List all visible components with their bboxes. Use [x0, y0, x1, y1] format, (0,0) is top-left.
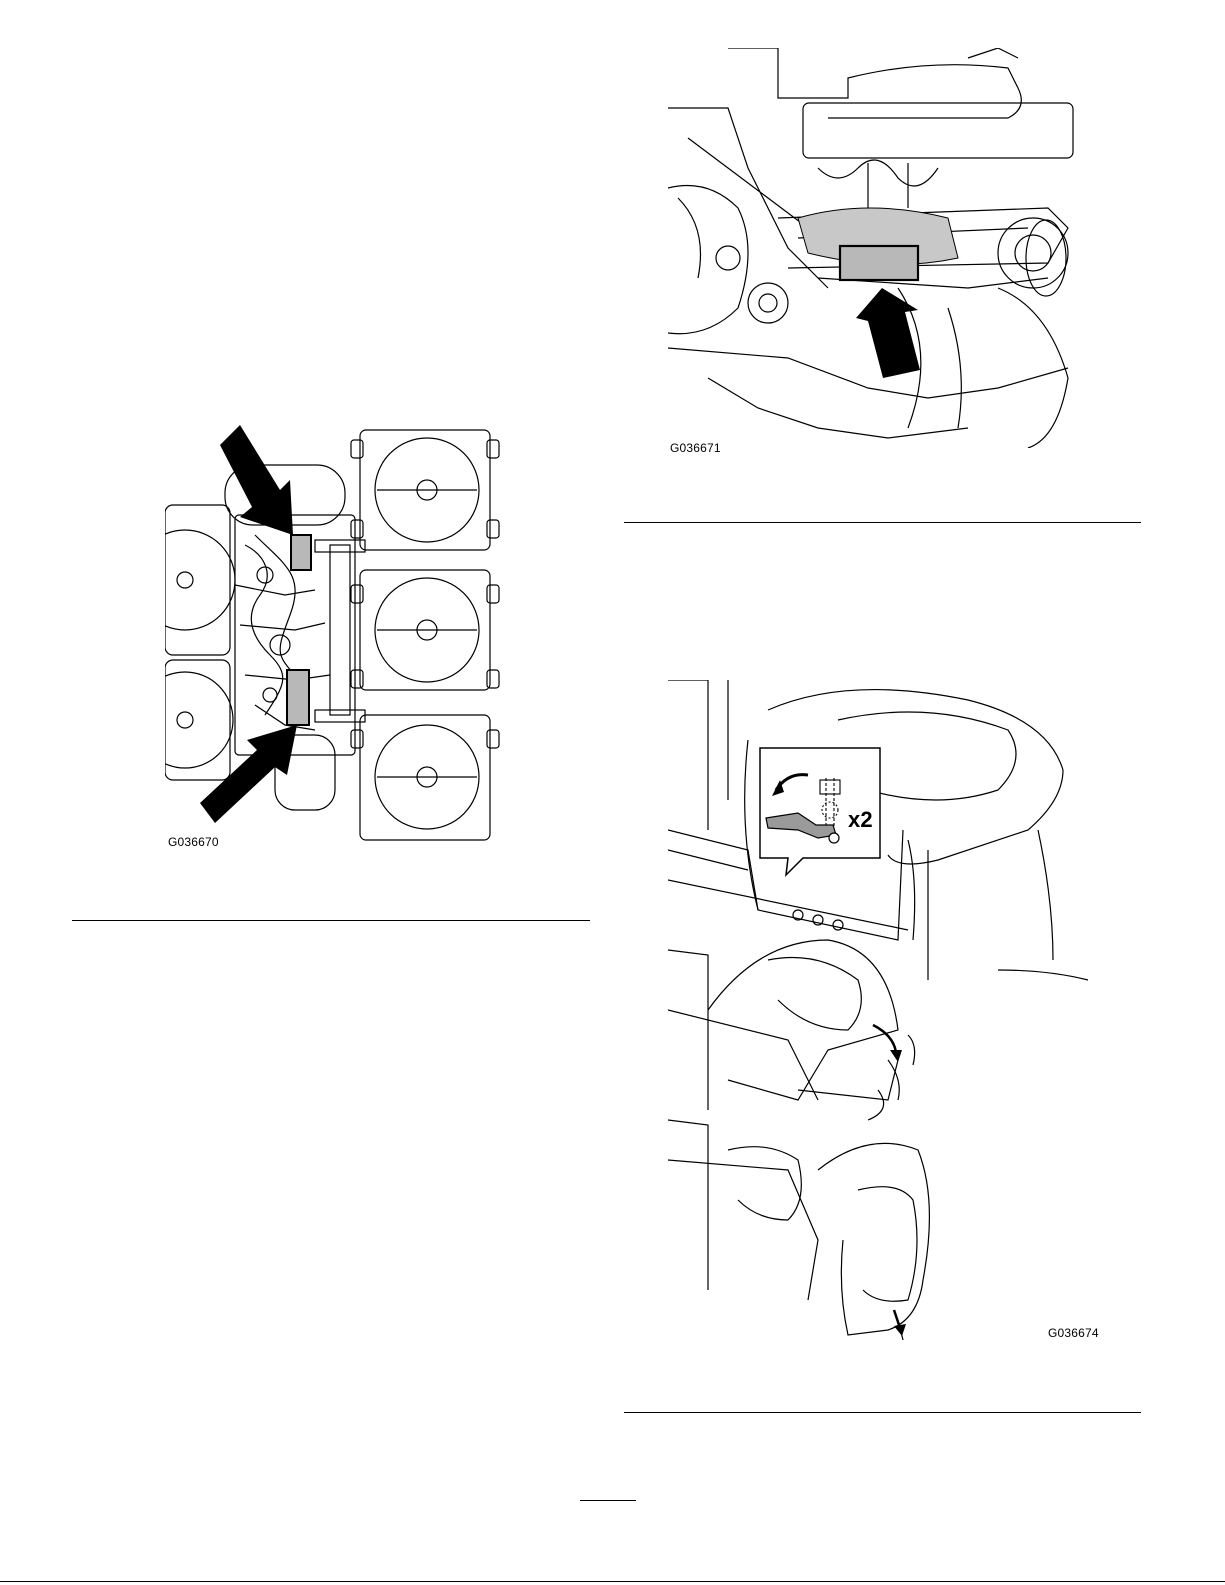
figure-g036674-drawing: [668, 680, 1108, 1350]
figure-g036674: x2 G036674: [668, 680, 1108, 1350]
figure-g036670: G036670: [165, 425, 505, 855]
page-number-underline: [580, 1500, 636, 1501]
figure-g036671-drawing: [668, 48, 1093, 448]
arrow-down-right-icon: [220, 425, 293, 535]
figure-label: G036670: [168, 835, 219, 849]
section-divider-left: [72, 920, 590, 921]
tilt-arrow-icon: [873, 1025, 896, 1052]
figure-g036670-drawing: [165, 425, 505, 855]
section-divider-right: [624, 522, 1141, 523]
page-bottom-border: [0, 1581, 1225, 1582]
section-divider-right-bottom: [624, 1412, 1141, 1413]
figure-label: G036674: [1048, 1326, 1099, 1340]
highlight-box-lower: [287, 670, 309, 725]
highlight-box: [840, 246, 918, 280]
figure-g036671: G036671: [668, 48, 1093, 458]
callout-count: x2: [848, 807, 873, 833]
figure-label: G036671: [670, 441, 721, 455]
arrow-up-right-icon: [200, 725, 297, 823]
arrow-up-icon: [856, 288, 920, 378]
highlight-box-upper: [291, 535, 311, 570]
